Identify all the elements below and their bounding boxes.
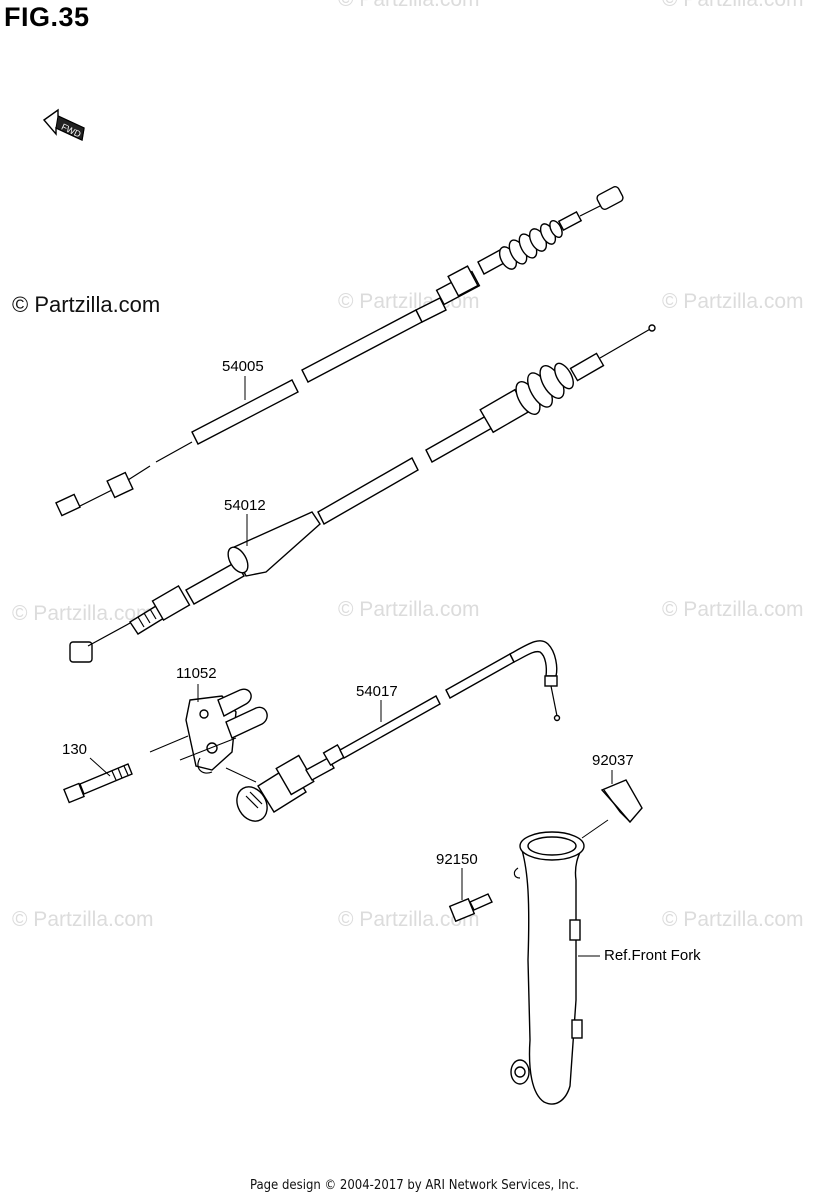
cable-end-fitting <box>55 493 81 517</box>
cable-locknut <box>151 585 191 621</box>
cable-holder-11052 <box>185 688 268 774</box>
watermark-primary: © Partzilla.com <box>12 292 161 317</box>
watermark-faded: © Partzilla.com <box>12 602 154 625</box>
bolt-130 <box>63 763 133 804</box>
callout-54012: 54012 <box>224 497 266 514</box>
callout-130: 130 <box>62 741 88 758</box>
callout-54005: 54005 <box>222 358 264 375</box>
fwd-arrow-icon: FWD <box>42 108 85 142</box>
cable-locknut <box>447 265 479 297</box>
cable-adjuster <box>106 471 134 499</box>
choke-knob <box>236 754 315 822</box>
callout-54017: 54017 <box>356 683 398 700</box>
cable-end-fitting <box>69 641 93 663</box>
callout-92150: 92150 <box>436 851 478 868</box>
watermark-faded: © Partzilla.com <box>338 908 480 931</box>
callout-92037: 92037 <box>592 752 634 769</box>
watermark-faded: © Partzilla.com <box>662 0 804 12</box>
cable-end-nipple <box>596 186 624 210</box>
leader-lines <box>89 376 613 957</box>
watermark-faded: © Partzilla.com <box>662 598 804 621</box>
cable-54017 <box>236 640 561 822</box>
cable-54005 <box>55 186 624 517</box>
cable-boot <box>498 220 563 270</box>
cable-54012 <box>69 324 656 663</box>
callout-front-fork-ref: Ref.Front Fork <box>604 947 701 964</box>
watermark-faded: © Partzilla.com <box>12 908 154 931</box>
watermark-faded: © Partzilla.com <box>662 290 804 313</box>
page-footer: Page design © 2004-2017 by ARI Network S… <box>250 1178 579 1193</box>
watermark-faded: © Partzilla.com <box>662 908 804 931</box>
front-fork <box>510 831 585 1105</box>
callout-11052: 11052 <box>176 665 217 682</box>
bolt-92150 <box>448 893 493 923</box>
watermark-faded: © Partzilla.com <box>338 0 480 12</box>
cable-boot <box>515 362 574 415</box>
figure-title: FIG.35 <box>4 2 90 32</box>
watermark-faded: © Partzilla.com <box>338 598 480 621</box>
clamp-92037 <box>600 779 643 824</box>
